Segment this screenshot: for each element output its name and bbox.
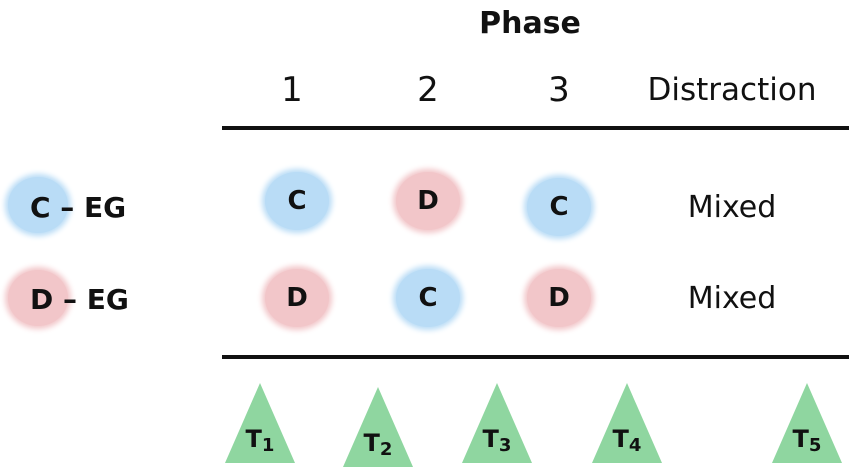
row2-phase2-cell: C [396, 269, 460, 327]
column-header-distraction: Distraction [647, 72, 817, 108]
timepoint-4: T4 [592, 383, 662, 463]
timepoint-5: T5 [772, 383, 842, 463]
timepoint-2-index: 2 [379, 439, 393, 460]
column-header-3: 3 [548, 70, 570, 110]
triangle-marker-icon [462, 383, 532, 463]
triangle-marker-icon [343, 387, 413, 467]
timepoint-5-letter: T [792, 425, 809, 453]
row-c-eg-marker [8, 177, 68, 233]
timepoint-5-index: 5 [808, 435, 822, 456]
timepoint-1: T1 [225, 383, 295, 463]
triangle-marker-icon [225, 383, 295, 463]
top-rule [222, 126, 849, 130]
timepoint-1-index: 1 [261, 435, 275, 456]
row1-phase2-cell: D [396, 172, 460, 230]
row1-phase3-cell: C [527, 178, 591, 236]
column-header-2: 2 [417, 70, 439, 110]
bottom-rule [222, 355, 849, 359]
triangle-marker-icon [772, 383, 842, 463]
row2-phase1-cell: D [265, 269, 329, 327]
row-c-eg-label: C – EG [30, 191, 127, 224]
timepoint-3-index: 3 [498, 435, 512, 456]
timepoint-3: T3 [462, 383, 532, 463]
column-header-1: 1 [281, 70, 303, 110]
row1-distraction: Mixed [687, 190, 777, 225]
phase-title: Phase [479, 6, 581, 41]
timepoint-4-index: 4 [628, 435, 642, 456]
row1-phase1-cell: C [265, 172, 329, 230]
timepoint-1-letter: T [245, 425, 262, 453]
triangle-marker-icon [592, 383, 662, 463]
row-d-eg-marker [8, 270, 68, 326]
timepoint-4-letter: T [612, 425, 629, 453]
row-d-eg-label: D – EG [30, 283, 129, 316]
timepoint-3-letter: T [482, 425, 499, 453]
timepoint-2-letter: T [363, 429, 380, 457]
row2-phase3-cell: D [527, 269, 591, 327]
timepoint-2: T2 [343, 387, 413, 467]
row2-distraction: Mixed [687, 281, 777, 316]
